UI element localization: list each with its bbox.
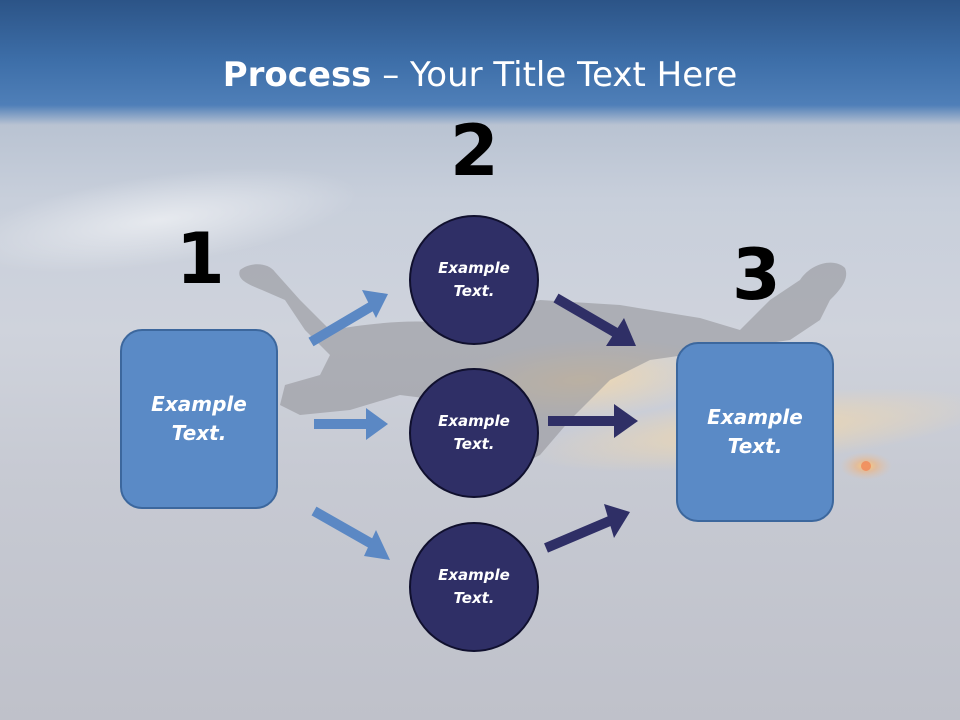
circle-top-label: Example Text. [438, 259, 510, 300]
page-title: Process – Your Title Text Here [0, 52, 960, 98]
step-number-3: 3 [732, 234, 781, 316]
arrow-top-to-right-box [553, 293, 636, 346]
left-process-box[interactable]: Example Text. [120, 329, 278, 509]
circle-bottom[interactable]: Example Text. [409, 522, 539, 652]
skydiver-silhouette [239, 262, 847, 470]
circle-middle[interactable]: Example Text. [409, 368, 539, 498]
step-number-2: 2 [450, 110, 499, 192]
circle-bottom-label: Example Text. [438, 566, 510, 607]
title-rest: – Your Title Text Here [371, 55, 738, 95]
arrow-to-top-circle [308, 290, 388, 347]
arrow-to-bottom-circle [311, 506, 390, 560]
arrow-bottom-to-right-box [544, 504, 630, 553]
title-bold: Process [222, 55, 372, 95]
right-box-label: Example Text. [707, 405, 803, 458]
step-number-1: 1 [176, 218, 225, 300]
right-process-box[interactable]: Example Text. [676, 342, 834, 522]
circle-middle-label: Example Text. [438, 412, 510, 453]
arrow-to-middle-circle [314, 408, 388, 440]
left-box-label: Example Text. [151, 392, 247, 445]
arrow-middle-to-right-box [548, 404, 638, 438]
circle-top[interactable]: Example Text. [409, 215, 539, 345]
